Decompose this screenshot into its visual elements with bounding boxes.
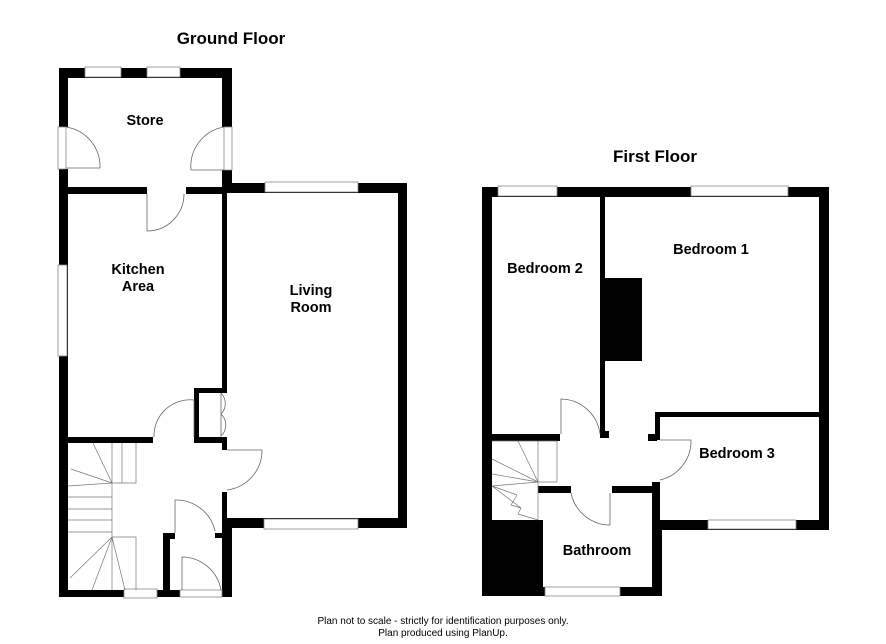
- room-label-bedroom2: Bedroom 2: [507, 261, 583, 277]
- room-label-living-line2: Room: [290, 300, 331, 316]
- first-floor-stairs: [491, 440, 558, 521]
- room-label-bathroom: Bathroom: [563, 543, 631, 559]
- first-floor-title: First Floor: [613, 147, 697, 166]
- room-label-kitchen-line1: Kitchen: [111, 262, 164, 278]
- ground-floor-title: Ground Floor: [177, 29, 286, 48]
- room-label-kitchen-line2: Area: [122, 279, 155, 295]
- ground-floor-windows: [57, 66, 359, 599]
- ground-floor-plan: Ground Floor: [57, 29, 407, 599]
- room-label-bedroom3: Bedroom 3: [699, 446, 775, 462]
- first-floor-walls: [482, 187, 829, 596]
- ground-floor-stairs: [67, 442, 137, 591]
- room-label-store: Store: [126, 113, 163, 129]
- room-label-bedroom1: Bedroom 1: [673, 242, 749, 258]
- ground-floor-doors: [57, 126, 263, 598]
- room-label-living-line1: Living: [290, 283, 333, 299]
- disclaimer-text: Plan not to scale - strictly for identif…: [317, 616, 568, 627]
- first-floor-windows: [497, 185, 797, 597]
- producer-credit-text: Plan produced using PlanUp.: [378, 628, 508, 639]
- first-floor-doors: [560, 398, 692, 526]
- first-floor-plan: First Floor: [482, 147, 829, 597]
